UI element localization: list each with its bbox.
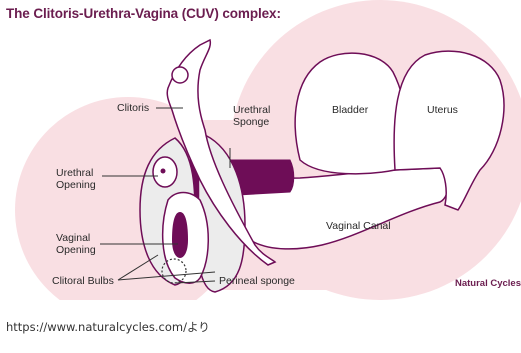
- vaginal-opening-shape: [172, 212, 188, 258]
- urethral-opening-dot: [161, 169, 166, 174]
- label-urethral-sponge-line2: Sponge: [233, 116, 269, 128]
- label-perineal-sponge: Perineal sponge: [219, 275, 295, 287]
- label-urethral-opening-line1: Urethral: [56, 167, 93, 179]
- label-bladder: Bladder: [332, 104, 368, 116]
- label-uterus: Uterus: [427, 104, 458, 116]
- label-clitoris: Clitoris: [117, 102, 149, 114]
- label-clitoral-bulbs: Clitoral Bulbs: [52, 275, 114, 287]
- glans-shape: [172, 67, 188, 83]
- label-vaginal-canal: Vaginal Canal: [326, 220, 391, 232]
- label-vaginal-opening-line2: Opening: [56, 244, 96, 256]
- source-url: https://www.naturalcycles.com/より: [6, 319, 210, 335]
- brand-logo-text: Natural Cycles: [455, 278, 521, 289]
- diagram-title: The Clitoris-Urethra-Vagina (CUV) comple…: [6, 6, 281, 21]
- label-vaginal-opening-line1: Vaginal: [56, 232, 90, 244]
- label-urethral-sponge-line1: Urethral: [233, 104, 270, 116]
- label-urethral-opening-line2: Opening: [56, 179, 96, 191]
